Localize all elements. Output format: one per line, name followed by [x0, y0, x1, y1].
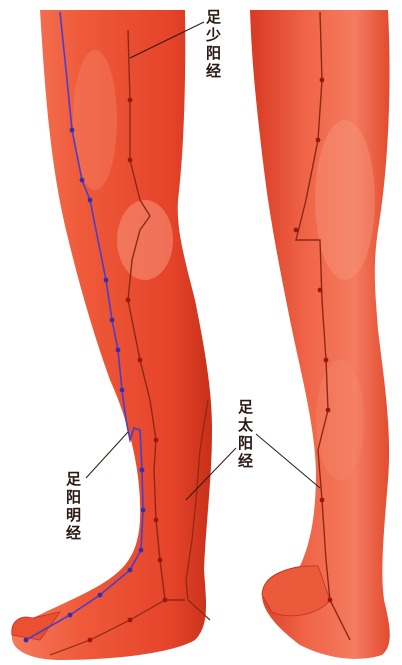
leader-yangming — [86, 432, 128, 478]
taiyang-label: 足 太 阳 经 — [238, 398, 258, 470]
right-foot — [262, 566, 330, 616]
leader-taiyang-right — [256, 434, 320, 488]
yangming-label: 足 阳 明 经 — [66, 470, 86, 542]
shaoyang-label: 足 少 阳 经 — [206, 8, 226, 80]
left-leg — [12, 10, 212, 660]
